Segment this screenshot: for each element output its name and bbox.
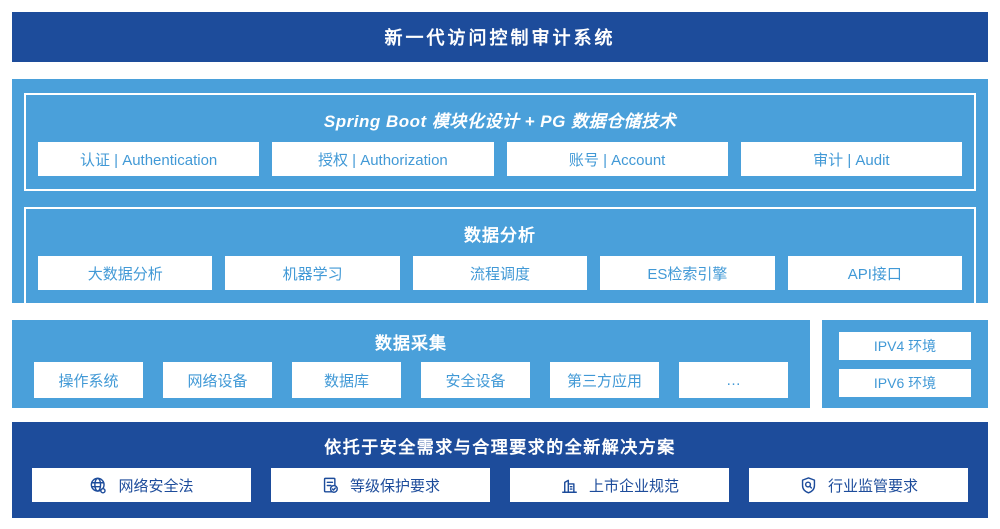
solution-section: 依托于安全需求与合理要求的全新解决方案 网络安全法 — [12, 422, 988, 518]
module-machine-learning: 机器学习 — [225, 256, 400, 290]
solution-label: 行业监管要求 — [827, 477, 918, 495]
module-es-search-engine: ES检索引擎 — [600, 256, 775, 290]
module-database: 数据库 — [292, 362, 401, 398]
module-audit: 审计 | Audit — [740, 142, 962, 176]
solution-classified-protection: 等级保护要求 — [271, 468, 490, 502]
solution-industry-regulation: 行业监管要求 — [749, 468, 968, 502]
building-icon — [560, 476, 579, 495]
solution-listed-company: 上市企业规范 — [510, 468, 729, 502]
solution-label: 上市企业规范 — [588, 477, 679, 495]
module-api-interface: API接口 — [787, 256, 963, 290]
module-workflow-scheduling: 流程调度 — [412, 256, 588, 290]
analysis-layer-title: 数据分析 — [464, 226, 536, 245]
module-network-device: 网络设备 — [163, 362, 272, 398]
module-security-device: 安全设备 — [421, 362, 530, 398]
module-authentication: 认证 | Authentication — [38, 142, 260, 176]
solution-label: 等级保护要求 — [349, 477, 440, 495]
analysis-layer-section: 数据分析 大数据分析 机器学习 流程调度 ES检索引擎 API接口 — [24, 207, 976, 305]
system-title: 新一代访问控制审计系统 — [384, 28, 616, 48]
module-bigdata-analysis: 大数据分析 — [38, 256, 213, 290]
solution-title: 依托于安全需求与合理要求的全新解决方案 — [324, 438, 676, 457]
module-authorization: 授权 | Authorization — [272, 142, 494, 176]
collection-layer-title: 数据采集 — [375, 334, 447, 353]
tech-module-row: 认证 | Authentication 授权 | Authorization 账… — [26, 142, 974, 189]
module-operating-system: 操作系统 — [34, 362, 143, 398]
tech-layer-title: Spring Boot 模块化设计 + PG 数据仓储技术 — [323, 112, 677, 131]
globe-icon — [89, 476, 108, 495]
document-check-icon — [321, 476, 340, 495]
system-title-banner: 新一代访问控制审计系统 — [12, 12, 988, 62]
solution-network-security-law: 网络安全法 — [32, 468, 251, 502]
collection-module-row: 操作系统 网络设备 数据库 安全设备 第三方应用 … — [12, 362, 810, 412]
collection-layer-section: 数据采集 操作系统 网络设备 数据库 安全设备 第三方应用 … — [12, 320, 810, 408]
module-account: 账号 | Account — [506, 142, 728, 176]
env-ipv4: IPV4 环境 — [839, 331, 971, 360]
environment-panel: IPV4 环境 IPV6 环境 — [822, 320, 988, 408]
solution-label: 网络安全法 — [118, 477, 194, 495]
module-third-party-app: 第三方应用 — [550, 362, 659, 398]
shield-search-icon — [799, 476, 818, 495]
env-ipv6: IPV6 环境 — [839, 368, 971, 397]
architecture-container: Spring Boot 模块化设计 + PG 数据仓储技术 认证 | Authe… — [12, 79, 988, 305]
analysis-module-row: 大数据分析 机器学习 流程调度 ES检索引擎 API接口 — [26, 256, 974, 303]
tech-layer-section: Spring Boot 模块化设计 + PG 数据仓储技术 认证 | Authe… — [24, 93, 976, 191]
module-more-ellipsis: … — [679, 362, 788, 398]
solution-row: 网络安全法 等级保护要求 上 — [12, 468, 988, 502]
